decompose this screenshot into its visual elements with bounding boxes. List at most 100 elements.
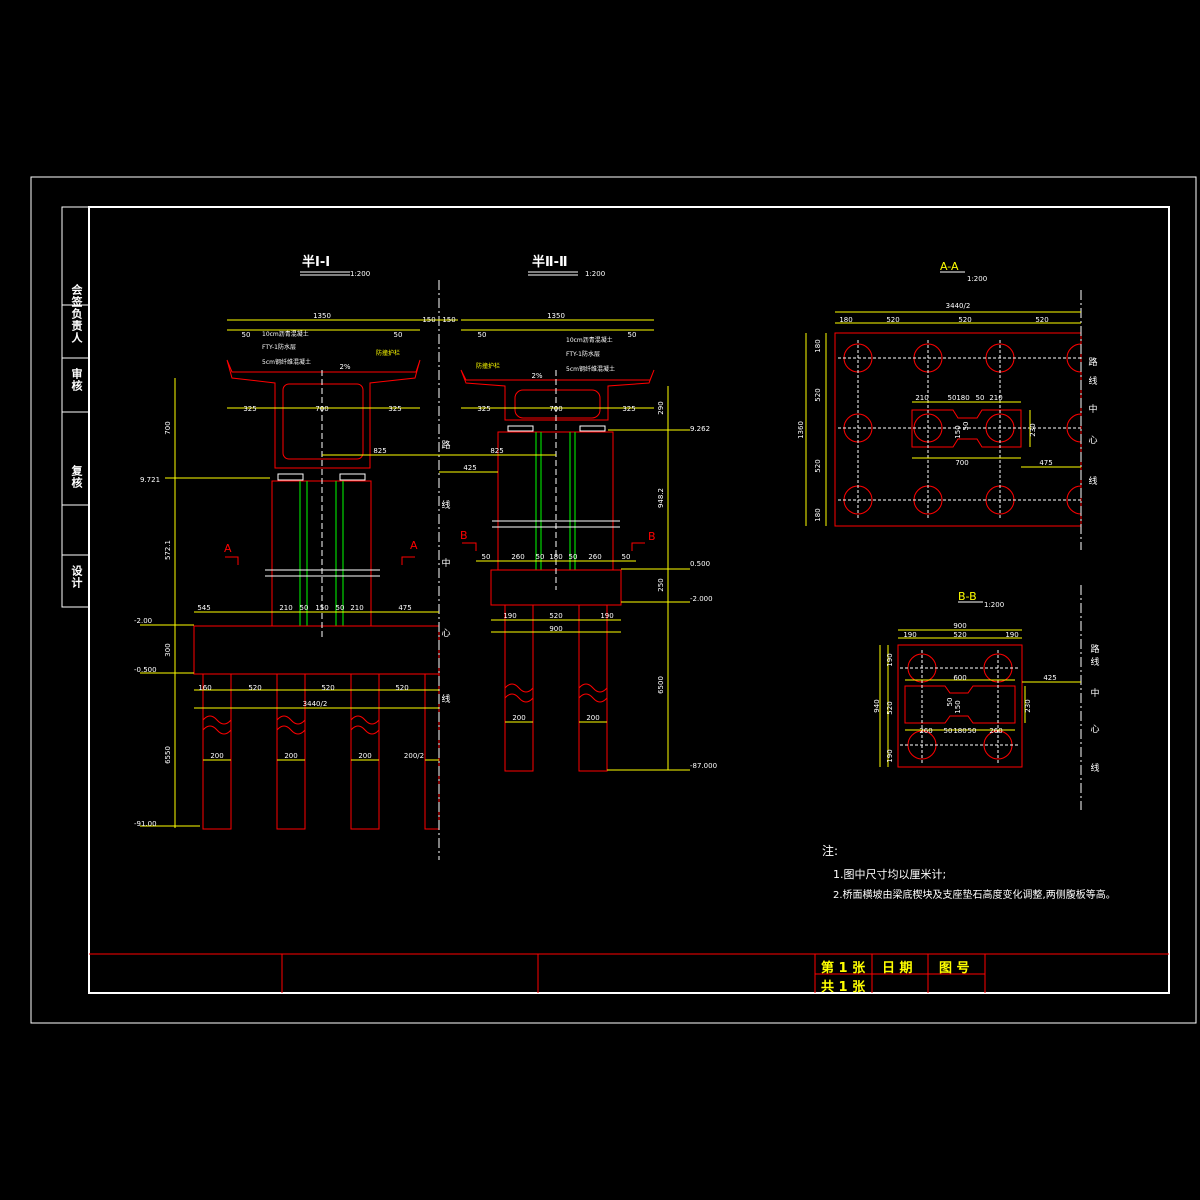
svg-text:520: 520 — [886, 701, 894, 714]
svg-text:50: 50 — [569, 553, 578, 561]
sheet-number: 第 1 张 — [821, 961, 866, 976]
svg-text:520: 520 — [395, 684, 408, 692]
svg-text:180: 180 — [956, 394, 969, 402]
svg-text:700: 700 — [549, 405, 562, 413]
half-1-section — [140, 271, 458, 860]
svg-text:520: 520 — [958, 316, 971, 324]
aa-dims: 3440/2 180 520 520 520 210 50 180 50 210… — [797, 302, 1053, 522]
svg-text:200: 200 — [358, 752, 371, 760]
section-aa-title: A-A — [940, 260, 959, 273]
svg-text:700: 700 — [315, 405, 328, 413]
section-bb — [879, 585, 1082, 810]
svg-text:520: 520 — [953, 631, 966, 639]
svg-text:-87.000: -87.000 — [690, 762, 717, 770]
svg-text:325: 325 — [477, 405, 490, 413]
date-label: 日 期 — [882, 961, 913, 976]
svg-text:900: 900 — [549, 625, 562, 633]
svg-text:180: 180 — [839, 316, 852, 324]
svg-text:520: 520 — [321, 684, 334, 692]
svg-text:150: 150 — [442, 316, 455, 324]
layer-labels: 10cm沥青混凝土 FTY-1防水层 5cm钢纤维混凝土 10cm沥青混凝土 F… — [262, 330, 615, 373]
svg-text:325: 325 — [622, 405, 635, 413]
svg-text:825: 825 — [373, 447, 386, 455]
svg-text:260: 260 — [588, 553, 601, 561]
svg-text:-0.500: -0.500 — [134, 666, 157, 674]
svg-text:中: 中 — [441, 557, 450, 569]
svg-text:600: 600 — [953, 674, 966, 682]
side-block-check: 复核 — [70, 465, 83, 489]
svg-text:50: 50 — [962, 422, 970, 431]
svg-text:180: 180 — [953, 727, 966, 735]
layer-label-6: 5cm钢纤维混凝土 — [566, 365, 615, 373]
side-block-countersign: 会签负责人 — [70, 284, 83, 344]
railing-label-1: 防撞护栏 — [376, 349, 400, 357]
svg-text:-91.00: -91.00 — [134, 820, 157, 828]
svg-text:2%: 2% — [531, 372, 542, 380]
notes-heading: 注: — [822, 844, 839, 858]
svg-text:心: 心 — [1090, 724, 1099, 735]
svg-text:150: 150 — [422, 316, 435, 324]
title-block — [89, 953, 1169, 993]
svg-text:200: 200 — [210, 752, 223, 760]
section-aa — [805, 271, 1082, 550]
half-2-title: 半Ⅱ-Ⅱ — [532, 254, 568, 270]
svg-text:6550: 6550 — [164, 746, 172, 764]
svg-text:210: 210 — [279, 604, 292, 612]
svg-text:1350: 1350 — [547, 312, 565, 320]
svg-text:50: 50 — [976, 394, 985, 402]
svg-text:520: 520 — [886, 316, 899, 324]
svg-text:50: 50 — [336, 604, 345, 612]
svg-text:475: 475 — [398, 604, 411, 612]
svg-text:260: 260 — [989, 727, 1002, 735]
svg-text:线: 线 — [441, 693, 450, 705]
half-2-scale: 1:200 — [585, 270, 605, 278]
svg-text:A: A — [410, 539, 418, 552]
svg-text:-2.000: -2.000 — [690, 595, 713, 603]
svg-text:50: 50 — [944, 727, 953, 735]
svg-text:210: 210 — [350, 604, 363, 612]
svg-text:520: 520 — [549, 612, 562, 620]
bb-dims: 900 190 520 190 600 425 260 50 180 50 26… — [873, 622, 1057, 763]
svg-text:948.2: 948.2 — [657, 488, 665, 508]
svg-text:线: 线 — [1088, 375, 1097, 387]
svg-text:325: 325 — [388, 405, 401, 413]
svg-text:线: 线 — [1090, 656, 1099, 668]
svg-text:190: 190 — [886, 749, 894, 762]
svg-text:190: 190 — [503, 612, 516, 620]
svg-text:路: 路 — [441, 439, 450, 451]
svg-text:线: 线 — [441, 499, 450, 511]
svg-text:50: 50 — [394, 331, 403, 339]
svg-text:6500: 6500 — [657, 676, 665, 694]
svg-text:路: 路 — [1088, 356, 1097, 368]
svg-text:940: 940 — [873, 699, 881, 712]
svg-text:210: 210 — [989, 394, 1002, 402]
half-1-elevations: 9.721 -2.00 -0.500 -91.00 — [134, 476, 160, 828]
svg-text:50: 50 — [628, 331, 637, 339]
half-1-dims: 1350 50 50 150 150 2% 325 700 325 825 54… — [164, 312, 456, 764]
svg-text:200: 200 — [512, 714, 525, 722]
half-2-elevations: 9.262 0.500 -2.000 -87.000 — [690, 425, 717, 770]
side-block-review: 审核 — [70, 368, 83, 392]
side-block-design: 设计 — [70, 565, 83, 589]
sheet-total: 共 1 张 — [821, 980, 866, 995]
svg-text:325: 325 — [243, 405, 256, 413]
svg-text:线: 线 — [1088, 475, 1097, 487]
centerline-labels: 路 线 中 心 线 路 线 中 心 线 路 线 中 心 线 — [441, 356, 1099, 774]
svg-text:50: 50 — [968, 727, 977, 735]
svg-text:B: B — [460, 529, 468, 542]
svg-text:A: A — [224, 542, 232, 555]
section-bb-scale: 1:200 — [984, 601, 1004, 609]
svg-text:572.1: 572.1 — [164, 540, 172, 560]
half-1-title: 半Ⅰ-Ⅰ — [302, 254, 330, 270]
svg-text:200: 200 — [586, 714, 599, 722]
svg-text:200: 200 — [284, 752, 297, 760]
svg-text:1360: 1360 — [797, 421, 805, 439]
svg-text:425: 425 — [463, 464, 476, 472]
svg-text:250: 250 — [657, 578, 665, 591]
svg-text:150: 150 — [315, 604, 328, 612]
svg-text:180: 180 — [814, 508, 822, 521]
svg-text:50: 50 — [300, 604, 309, 612]
svg-text:520: 520 — [1035, 316, 1048, 324]
